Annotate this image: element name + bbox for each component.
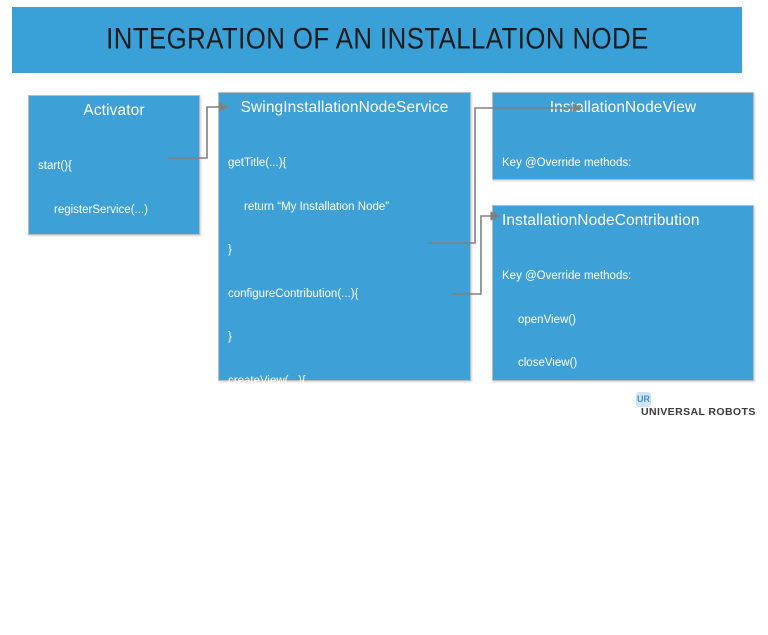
ur-logo-icon: UR	[636, 392, 651, 407]
class-box-installation-node-contribution[interactable]: InstallationNodeContribution Key @Overri…	[492, 205, 754, 413]
code-line: }	[228, 331, 232, 343]
class-box-installation-node-view[interactable]: InstallationNodeView Key @Override metho…	[492, 92, 754, 213]
code-line: createInstallationNode(...){	[228, 505, 364, 517]
code-line: configureContribution(...){	[228, 287, 359, 300]
code-line: return new MyNodeContribution();	[244, 548, 418, 561]
class-box-activator[interactable]: Activator start(){ registerService(...) …	[28, 95, 200, 346]
class-box-view-title: InstallationNodeView	[549, 99, 697, 116]
slide-canvas: INTEGRATION OF AN INSTALLATION NODE Acti…	[12, 7, 756, 604]
code-line: return “My Installation Node”	[244, 200, 390, 213]
code-line: }	[38, 334, 42, 346]
class-box-contribution-body: Key @Override methods: openView() closeV…	[493, 230, 753, 443]
page-title: INTEGRATION OF AN INSTALLATION NODE	[12, 22, 742, 56]
code-line: start(){	[38, 160, 72, 172]
code-line: }	[228, 592, 232, 604]
code-line: registerService(...)	[54, 203, 148, 216]
class-box-swing-installation-node-service[interactable]: SwingInstallationNodeService getTitle(..…	[218, 92, 471, 604]
code-line: Key @Override methods:	[502, 270, 632, 282]
code-line: }	[228, 461, 232, 474]
title-banner: INTEGRATION OF AN INSTALLATION NODE	[12, 7, 742, 73]
code-line: Key @Override methods:	[502, 157, 632, 169]
universal-robots-logo: UR UNIVERSAL ROBOTS	[636, 392, 755, 420]
code-line: openView()	[518, 313, 576, 326]
code-line: generateScript()	[518, 400, 601, 413]
code-line: stop(){	[38, 290, 72, 303]
code-line: closeView()	[518, 357, 578, 369]
code-line: return new MyNodeView();	[244, 418, 380, 430]
class-box-activator-body: start(){ registerService(...) } stop(){ …	[29, 120, 199, 377]
logo-wordmark: UNIVERSAL ROBOTS	[641, 406, 756, 418]
code-line: }	[228, 244, 232, 256]
class-box-service-title: SwingInstallationNodeService	[240, 99, 449, 116]
class-box-service-body: getTitle(...){ return “My Installation N…	[219, 117, 470, 635]
page-title-text: INTEGRATION OF AN INSTALLATION NODE	[105, 22, 649, 56]
code-line: createView(...){	[228, 374, 306, 387]
ur-logo-icon-text: UR	[637, 394, 650, 404]
code-line: }	[38, 247, 42, 259]
class-box-activator-title: Activator	[83, 102, 145, 119]
class-box-contribution-title: InstallationNodeContribution	[502, 212, 700, 229]
code-line: getTitle(...){	[228, 157, 287, 169]
